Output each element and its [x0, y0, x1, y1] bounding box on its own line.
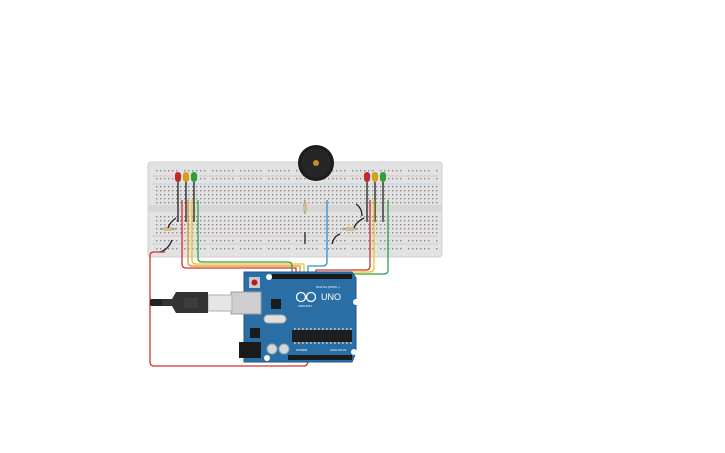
- digital-header-label: DIGITAL (PWM ~): [316, 285, 340, 289]
- ground-wire[interactable]: [149, 251, 309, 367]
- atmega-chip: [292, 330, 352, 342]
- breadboard[interactable]: [147, 161, 443, 258]
- power-header[interactable]: [288, 355, 352, 360]
- resistor-right[interactable]: [342, 227, 358, 231]
- power-jack[interactable]: [239, 342, 261, 358]
- analog-header-label: ANALOG IN: [330, 348, 346, 352]
- led-green-right[interactable]: [380, 172, 386, 182]
- resistor-left[interactable]: [160, 227, 176, 231]
- wires-right[interactable]: [311, 182, 389, 276]
- led-group-left: [175, 172, 197, 182]
- usb-port[interactable]: [230, 291, 262, 315]
- piezo-buzzer[interactable]: [298, 145, 334, 181]
- chip-pins: [294, 328, 352, 344]
- led-red-right[interactable]: [364, 172, 370, 182]
- resistor-center[interactable]: [303, 200, 307, 214]
- power-header-label: POWER: [296, 348, 308, 352]
- digital-header[interactable]: [272, 274, 352, 279]
- led-group-right: [364, 172, 386, 182]
- arduino-uno-board[interactable]: UNO ARDUINO DIGITAL (PWM ~) ANALOG IN PO…: [230, 271, 359, 363]
- led-yellow-right[interactable]: [372, 172, 378, 182]
- usb-cable[interactable]: [150, 292, 233, 313]
- wires-center[interactable]: [304, 200, 341, 276]
- led-green-left[interactable]: [191, 172, 197, 182]
- arduino-logo-icon: [295, 291, 317, 303]
- led-yellow-left[interactable]: [183, 172, 189, 182]
- wires-left[interactable]: [159, 182, 305, 276]
- board-model-label: UNO: [321, 292, 341, 302]
- resistors: [160, 200, 358, 231]
- board-brand-label: ARDUINO: [298, 304, 313, 308]
- led-red-left[interactable]: [175, 172, 181, 182]
